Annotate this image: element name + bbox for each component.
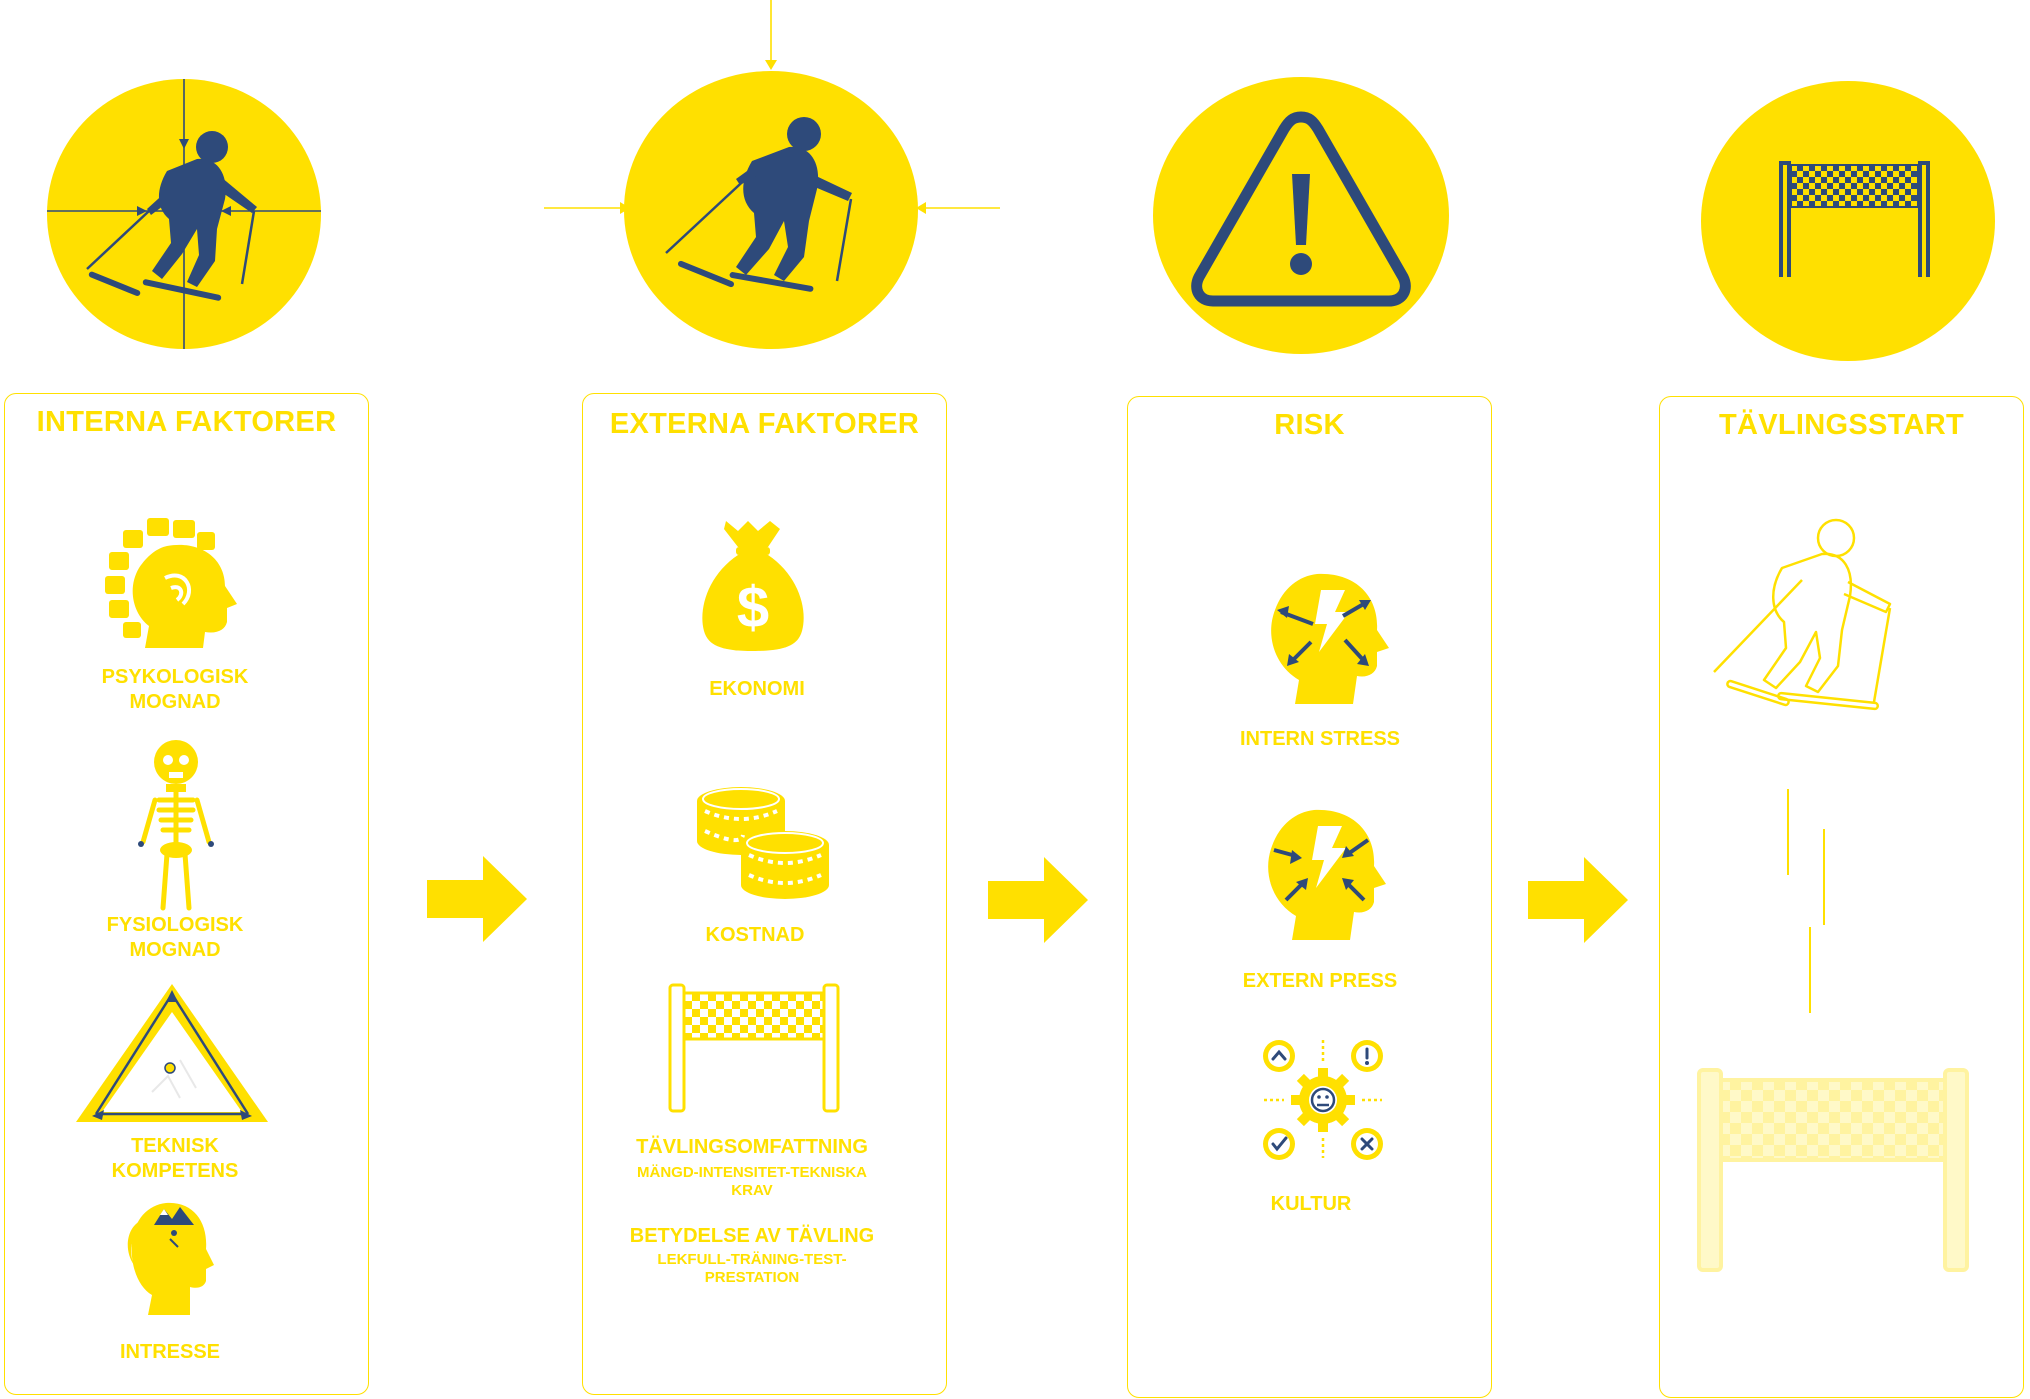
item-label: FYSIOLOGISK MOGNAD — [106, 914, 244, 961]
arrow-right-icon — [1528, 857, 1628, 943]
finish-banner-icon — [668, 983, 840, 1113]
item-label: KOSTNAD — [705, 924, 805, 946]
culture-gear-icon — [1263, 1040, 1383, 1160]
speed-lines-icon — [1787, 789, 1825, 1013]
item-label: EKONOMI — [709, 678, 805, 700]
stress-head-inward-icon — [1268, 809, 1386, 940]
skier-with-outer-arrows-icon — [665, 117, 853, 292]
stress-head-outward-icon — [1271, 573, 1389, 704]
item-sublabel: LEKFULL-TRÄNING-TEST-PRESTATION — [657, 1251, 847, 1286]
svg-text:$: $ — [737, 575, 769, 640]
panel-title: TÄVLINGSSTART — [1718, 409, 1965, 441]
money-bag-icon: $ — [702, 521, 804, 651]
item-label: INTRESSE — [119, 1341, 221, 1363]
head-mind-icon — [105, 518, 237, 648]
panel-title: EXTERNA FAKTORER — [609, 408, 920, 440]
coins-icon — [697, 787, 829, 899]
incoming-arrows — [544, 0, 1000, 214]
panel-start: TÄVLINGSSTART — [1659, 396, 2024, 1398]
item-label: PSYKOLOGISK MOGNAD — [101, 666, 249, 713]
panel-external: EXTERNA FAKTORER — [582, 393, 947, 1395]
panel-risk: RISK — [1127, 396, 1492, 1398]
warning-triangle-icon — [1191, 111, 1411, 307]
panel-title: RISK — [1274, 409, 1345, 441]
skeleton-child-icon — [138, 740, 214, 911]
girl-mountain-icon — [127, 1202, 214, 1315]
panel-internal: INTERNA FAKTORER — [4, 393, 369, 1395]
item-label: INTERN STRESS — [1239, 728, 1401, 750]
skier-with-inward-arrows-icon — [47, 79, 321, 349]
item-sublabel: MÄNGD-INTENSITET-TEKNISKA KRAV — [637, 1164, 867, 1199]
arrow-right-icon — [988, 857, 1088, 943]
finish-banner-faded-icon — [1697, 1068, 1969, 1272]
technique-triangle-icon — [76, 984, 268, 1122]
item-label: TEKNISK KOMPETENS — [111, 1135, 239, 1182]
item-label: KULTUR — [1270, 1193, 1352, 1215]
header-circle-start — [1701, 81, 1995, 361]
panel-title: INTERNA FAKTORER — [36, 406, 337, 438]
finish-banner-icon — [1779, 161, 1930, 277]
item-label: BETYDELSE AV TÄVLING — [629, 1225, 875, 1247]
item-label: TÄVLINGSOMFATTNING — [636, 1136, 868, 1158]
item-label: EXTERN PRESS — [1242, 970, 1398, 992]
arrow-right-icon — [427, 856, 527, 942]
skier-outline-icon — [1713, 518, 1892, 711]
